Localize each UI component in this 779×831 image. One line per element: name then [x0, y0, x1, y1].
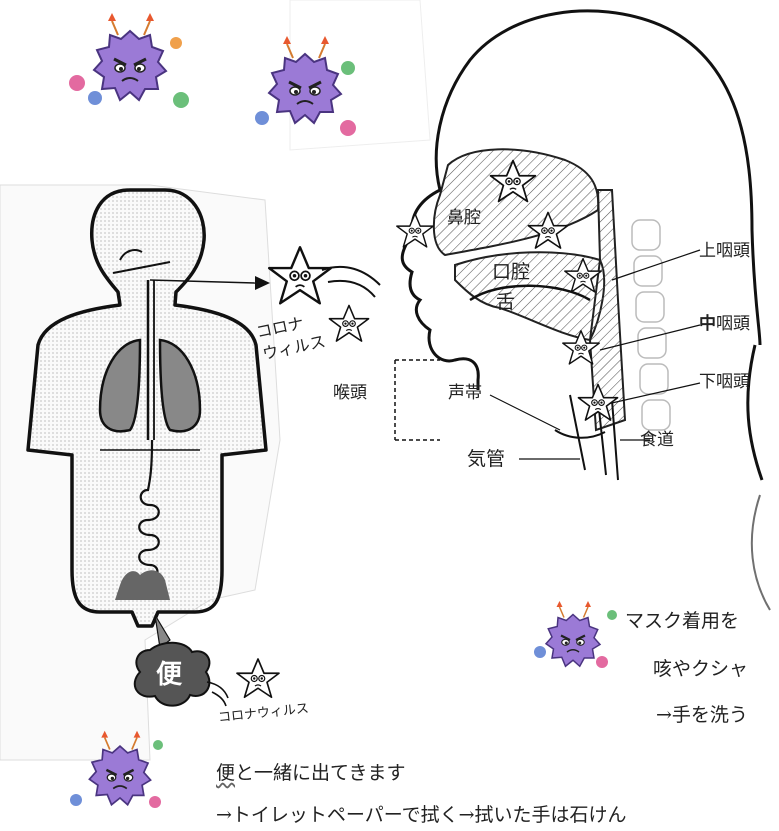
label-tongue: 舌	[496, 293, 515, 312]
spore-icon	[607, 610, 617, 620]
label-larynx: 喉頭	[333, 385, 367, 402]
label-mid-pharynx-first: 中	[699, 314, 716, 334]
spore-icon	[88, 91, 102, 105]
spore-icon	[70, 794, 82, 806]
spore-icon	[341, 61, 355, 75]
spore-icon	[534, 646, 546, 658]
virus-icon-1	[94, 13, 166, 100]
spore-icon	[69, 75, 85, 91]
head-diagram	[395, 11, 770, 610]
label-oral-cavity: 口腔	[492, 263, 530, 282]
label-mid-pharynx: 中咽頭	[699, 316, 750, 333]
cough-virus-star	[269, 247, 331, 303]
spore-icon	[596, 656, 608, 668]
label-esophagus: 食道	[640, 432, 674, 449]
label-mid-pharynx-rest: 咽頭	[716, 314, 750, 334]
virus-icon-3	[546, 601, 600, 666]
stool-virus-star	[237, 659, 279, 697]
virus-star-3	[397, 214, 433, 247]
label-vocal-cords: 声帯	[448, 385, 482, 402]
note-toilet: →トイレットペーパーで拭く→拭いた手は石けん	[216, 800, 627, 827]
note-cough: 咳やクシャ	[653, 654, 748, 681]
note-stool: 便と一緒に出てきます	[216, 758, 405, 785]
note-stool-first-char: 便	[216, 762, 235, 784]
spore-icon	[173, 92, 189, 108]
spore-icon	[153, 740, 163, 750]
spore-icon	[255, 111, 269, 125]
label-nasal-cavity: 鼻腔	[447, 210, 481, 227]
label-trachea: 気管	[467, 450, 505, 469]
note-stool-rest: と一緒に出てきます	[235, 762, 405, 784]
cough-virus-star-small	[329, 305, 368, 341]
spore-icon	[340, 120, 356, 136]
spore-icon	[149, 796, 161, 808]
label-lower-pharynx: 下咽頭	[699, 374, 750, 391]
note-wash-hands: →手を洗う	[656, 700, 748, 727]
note-mask: マスク着用を	[625, 606, 739, 633]
label-stool-in-cloud: 便	[156, 662, 182, 688]
spore-icon	[170, 37, 182, 49]
label-upper-pharynx: 上咽頭	[699, 243, 750, 260]
